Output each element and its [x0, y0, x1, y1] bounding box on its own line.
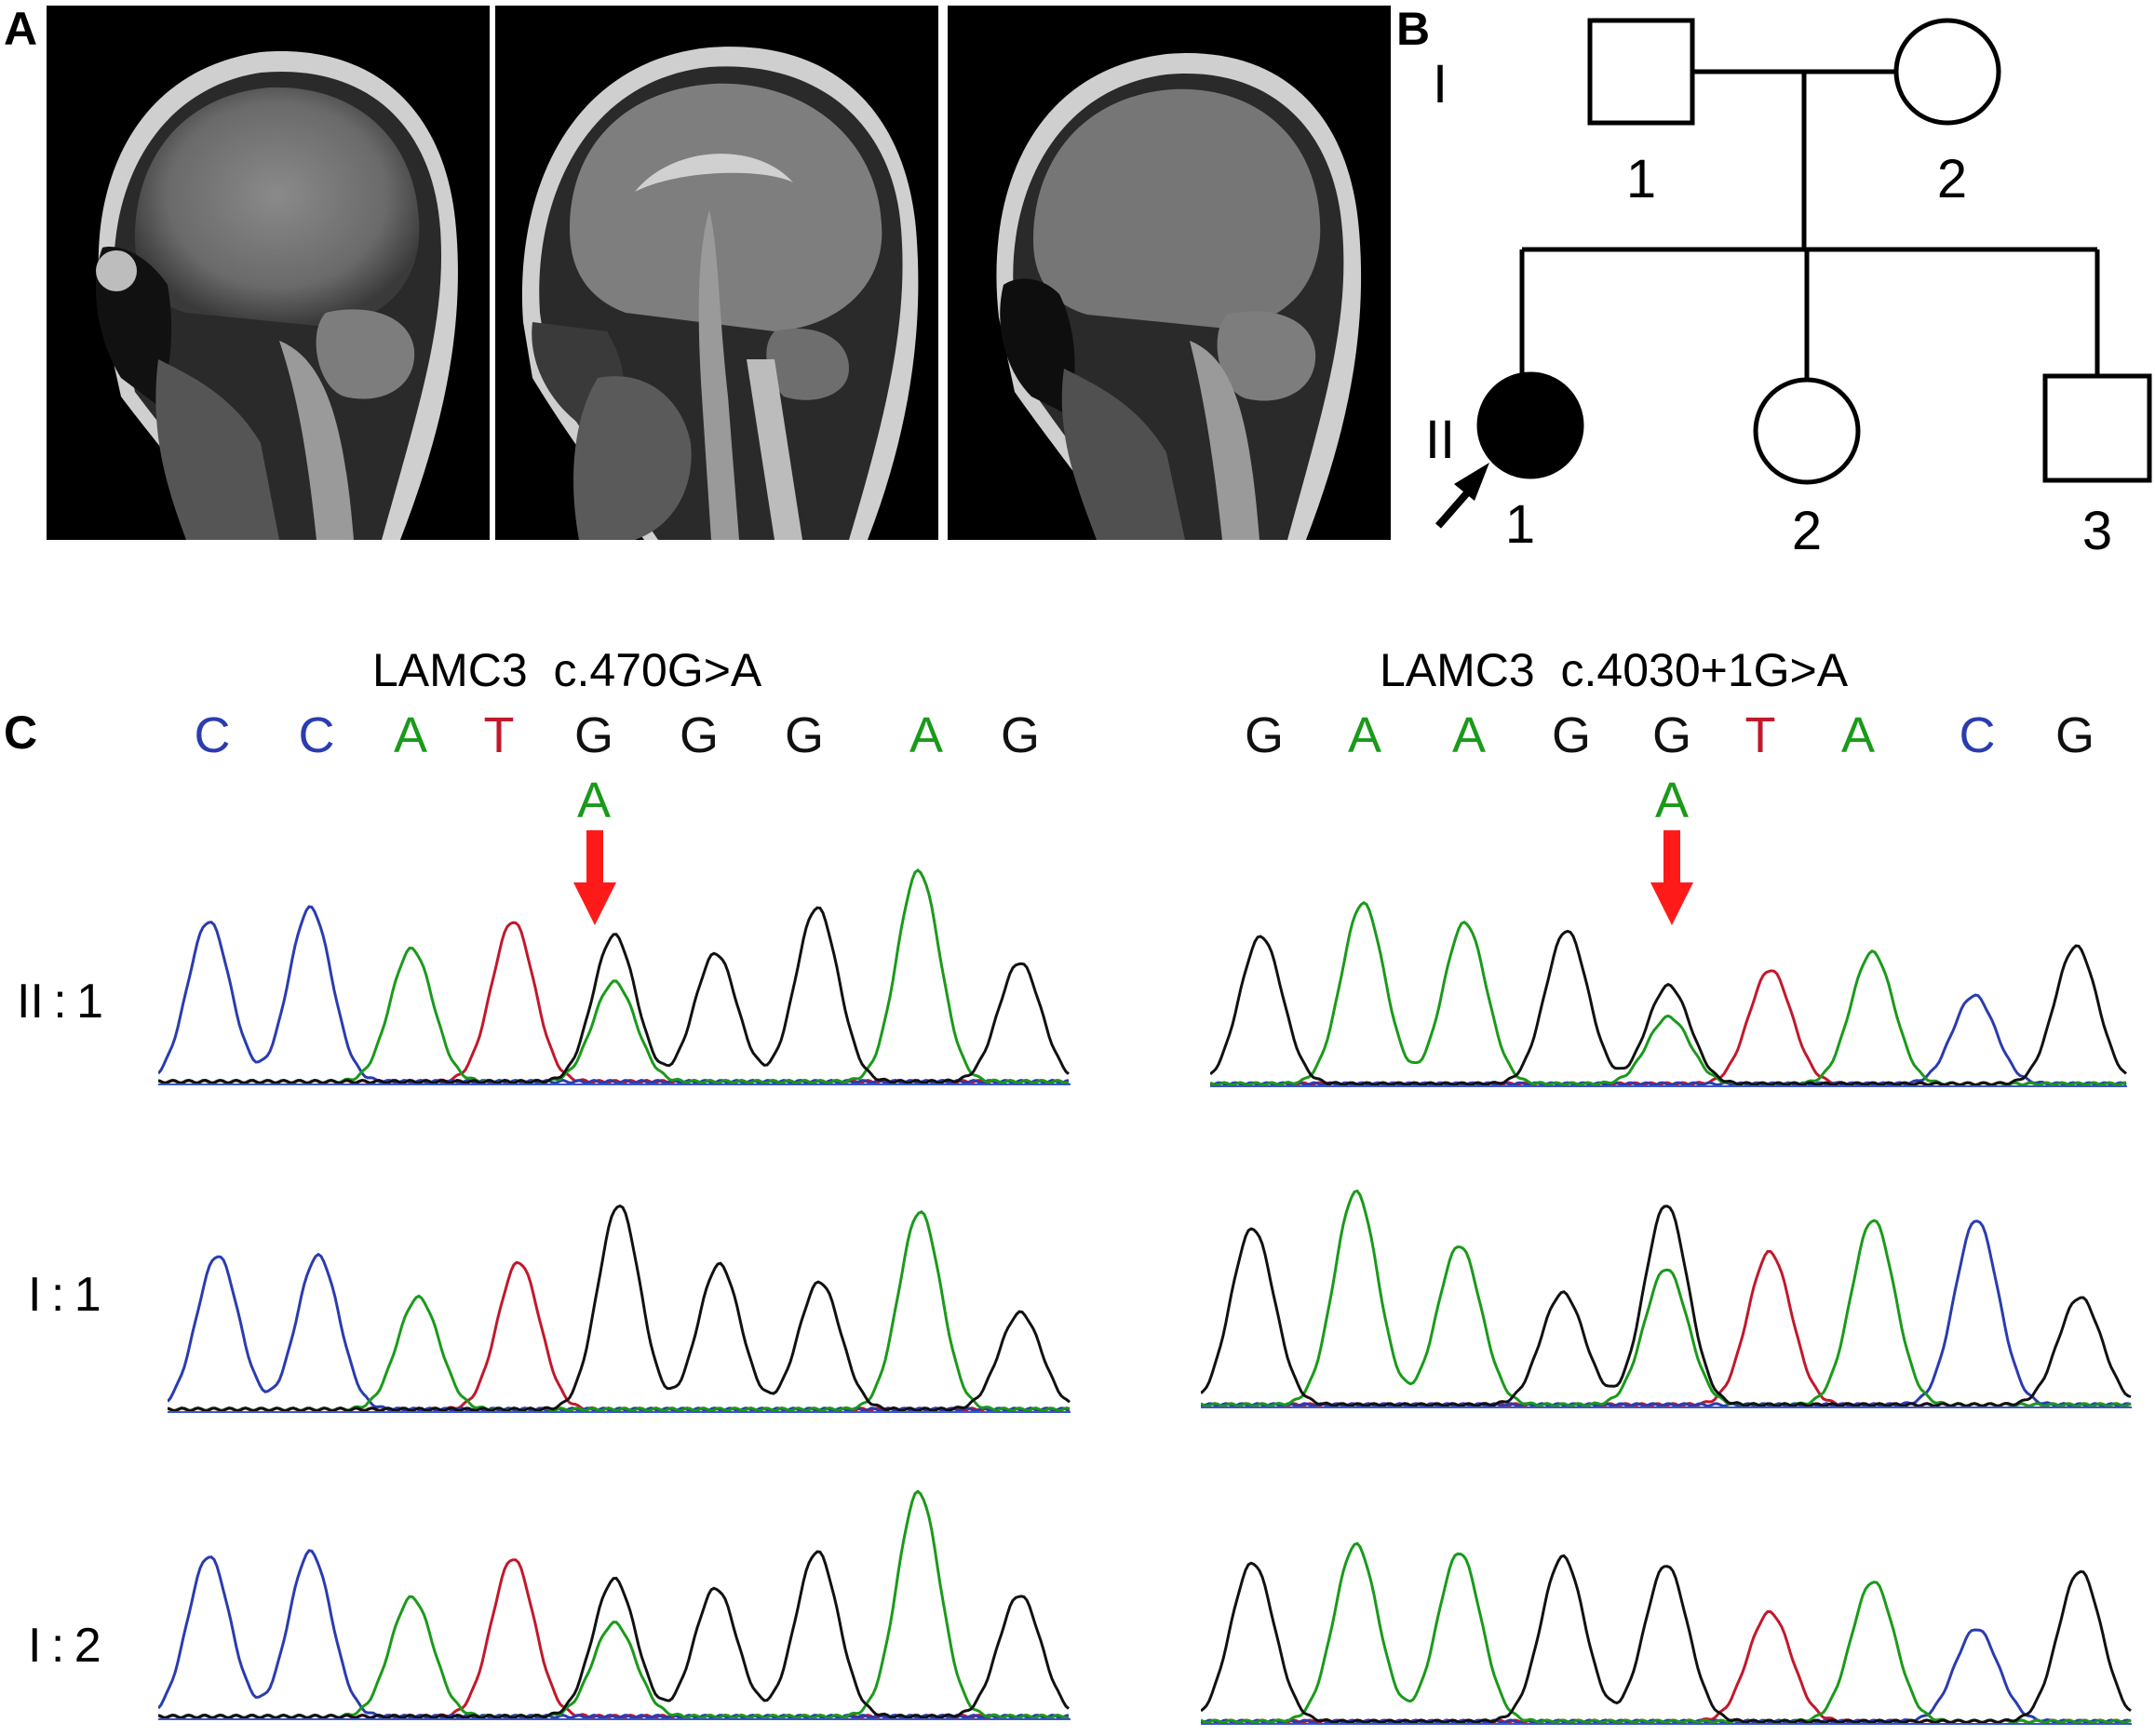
base-call-right-6: T: [1744, 707, 1776, 763]
trace-a-signal: [158, 868, 1070, 1085]
trace-c-signal: [168, 1252, 1071, 1413]
chromatogram-right-row-2: [1201, 1189, 2132, 1408]
chromatogram-left-row-2: [168, 1204, 1071, 1413]
mutation-arrow-left-icon: [573, 830, 616, 925]
base-call-right-5: G: [1651, 707, 1692, 763]
alt-base-left: A: [576, 773, 612, 828]
trace-g-signal: [168, 1204, 1071, 1413]
mri-image-left: [47, 6, 490, 540]
base-call-left-4: T: [483, 707, 515, 763]
trace-t-signal: [1201, 1609, 2132, 1725]
trace-c-signal: [1201, 1219, 2132, 1408]
trace-c-signal: [158, 905, 1070, 1085]
sequencing-title-left: LAMC3 c.470G>A: [372, 644, 762, 696]
pedigree-label-i-1: 1: [1626, 149, 1656, 209]
trace-g-signal: [1201, 1204, 2132, 1408]
pedigree-ii-2-female: [1753, 377, 1861, 485]
row-label-ii-1: II : 1: [17, 975, 104, 1029]
base-call-right-4: G: [1551, 707, 1592, 763]
base-call-left-8: A: [909, 707, 944, 763]
trace-g-signal: [158, 1550, 1071, 1720]
pedigree-chart: I II 1 2 1 2 3: [1425, 18, 2152, 558]
trace-c-signal: [158, 1549, 1070, 1720]
pedigree-ii-1-affected-female: [1476, 371, 1584, 479]
generation-label-ii: II: [1425, 410, 1455, 470]
chromatogram-left-row-3: [158, 1489, 1071, 1720]
row-label-i-1: I : 1: [28, 1268, 101, 1322]
trace-g-signal: [1201, 1554, 2132, 1725]
base-call-right-3: A: [1451, 707, 1487, 763]
base-call-left-3: A: [393, 707, 428, 763]
alt-base-right: A: [1654, 773, 1690, 828]
base-call-left-6: G: [679, 707, 720, 763]
panel-label-a: A: [4, 3, 38, 55]
trace-a-signal: [1210, 901, 2127, 1087]
base-call-right-8: C: [1959, 707, 1996, 763]
mutation-arrow-right-icon: [1650, 830, 1693, 925]
pedigree-label-ii-3: 3: [2082, 501, 2112, 558]
trace-a-signal: [1201, 1541, 2132, 1725]
base-call-left-1: C: [194, 707, 231, 763]
base-call-right-2: A: [1347, 707, 1382, 763]
trace-a-signal: [168, 1210, 1071, 1413]
trace-a-signal: [1201, 1189, 2132, 1408]
trace-t-signal: [1201, 1249, 2132, 1408]
chromatogram-right-row-1: [1210, 901, 2127, 1087]
panel-label-c: C: [4, 707, 38, 759]
pedigree-label-ii-2: 2: [1792, 501, 1822, 558]
trace-c-signal: [1210, 993, 2127, 1087]
trace-t-signal: [1210, 969, 2127, 1087]
pedigree-label-i-2: 2: [1937, 149, 1967, 209]
mri-image-right: [948, 6, 1391, 540]
sequencing-title-right: LAMC3 c.4030+1G>A: [1380, 644, 1849, 696]
chromatogram-right-row-3: [1201, 1541, 2132, 1725]
trace-a-signal: [158, 1489, 1070, 1720]
pedigree-i-2-female: [1893, 18, 2001, 126]
chromatogram-left-row-1: [158, 868, 1071, 1085]
base-call-left-2: C: [298, 707, 335, 763]
panel-label-b: B: [1396, 3, 1431, 55]
base-call-right-9: G: [2054, 707, 2095, 763]
row-label-i-2: I : 2: [28, 1619, 101, 1673]
trace-c-signal: [1201, 1628, 2132, 1725]
trace-g-signal: [158, 906, 1070, 1085]
generation-label-i: I: [1433, 54, 1448, 114]
pedigree-ii-3-male: [2042, 373, 2152, 483]
mri-image-middle: [495, 6, 938, 540]
pedigree-i-1-male: [1587, 18, 1695, 126]
base-call-left-7: G: [784, 707, 825, 763]
pedigree-label-ii-1: 1: [1505, 494, 1535, 555]
base-call-left-9: G: [1000, 707, 1041, 763]
base-call-right-7: A: [1840, 707, 1876, 763]
base-call-right-1: G: [1244, 707, 1285, 763]
trace-g-signal: [1210, 929, 2127, 1087]
proband-arrow-icon: [1434, 463, 1489, 529]
base-call-left-5: G: [573, 707, 614, 763]
